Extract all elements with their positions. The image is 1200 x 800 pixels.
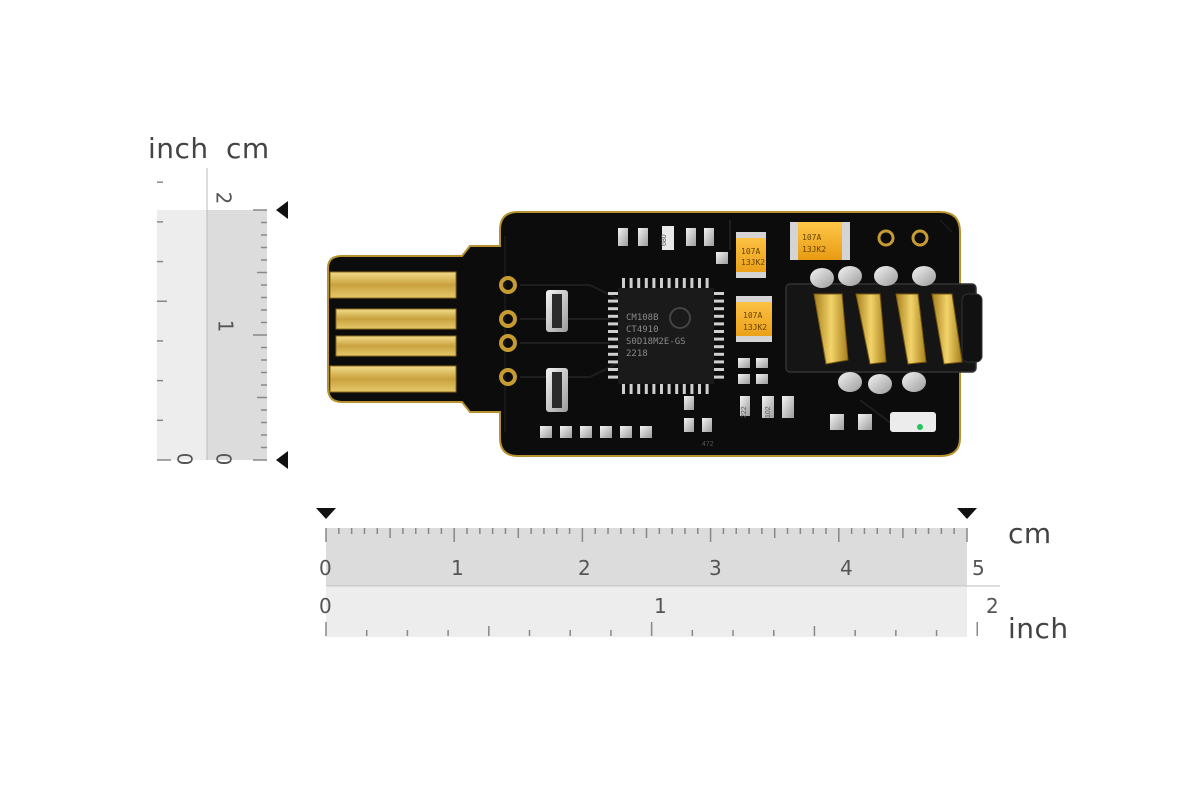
usb-sound-card-board: CM108B CT4910 S0D18M2E-GS 2218 680 107A …	[327, 211, 983, 457]
vertical-ruler-inch-label-0: 0	[172, 452, 197, 466]
ic-pin	[714, 330, 724, 333]
ic-pin	[608, 345, 618, 349]
ic-pin	[682, 278, 686, 288]
ic-pin	[714, 368, 724, 371]
ic-pin	[675, 278, 679, 288]
ic-pin	[714, 337, 724, 341]
ic-pin	[629, 278, 633, 288]
ic-pin	[675, 384, 679, 394]
ic-pin	[660, 384, 663, 394]
svg-text:102: 102	[765, 406, 772, 418]
ic-pin	[652, 384, 656, 394]
ic-pin	[608, 375, 618, 379]
svg-text:13JK2: 13JK2	[743, 323, 767, 332]
svg-text:13JK2: 13JK2	[802, 245, 826, 254]
ic-pin	[652, 278, 656, 288]
ic-pin	[714, 314, 724, 318]
svg-text:222: 222	[741, 406, 748, 418]
svg-text:680: 680	[661, 234, 668, 246]
top-smd-row	[618, 226, 728, 264]
ic-pin	[667, 278, 671, 288]
ic-pin	[637, 384, 641, 394]
main-ic: CM108B CT4910 S0D18M2E-GS 2218	[608, 278, 724, 394]
tantalum-cap-3: 107A 13JK2	[736, 296, 772, 342]
usb-contacts	[329, 271, 457, 393]
horizontal-ruler-cm-label-2: 2	[578, 556, 591, 580]
ic-pin	[698, 384, 701, 394]
vertical-ruler-cm-label-0: 0	[211, 452, 236, 466]
ic-text-line-4: 2218	[626, 349, 648, 359]
horizontal-ruler-inch-unit: inch	[1008, 612, 1069, 645]
header-pads	[499, 276, 517, 386]
ic-text-line-3: S0D18M2E-GS	[626, 337, 686, 347]
ic-pin	[714, 322, 724, 326]
vertical-ruler-cm-unit: cm	[226, 132, 270, 165]
horizontal-ruler-cm-label-1: 1	[451, 556, 464, 580]
ic-pin	[705, 278, 709, 288]
ic-pin	[629, 384, 633, 394]
ic-pin	[644, 384, 648, 394]
ic-pin	[608, 352, 618, 356]
horizontal-ruler-cm-unit: cm	[1008, 517, 1052, 550]
ic-pin	[667, 384, 671, 394]
ic-pin	[608, 314, 618, 318]
horizontal-ruler-inch-label-1: 1	[654, 594, 667, 618]
vertical-ruler-inch-unit: inch	[148, 132, 209, 165]
horizontal-ruler-inch-label-0: 0	[319, 594, 332, 618]
horizontal-ruler-cm-label-4: 4	[840, 556, 853, 580]
ic-pin	[608, 330, 618, 333]
horizontal-ruler-cm-label-3: 3	[709, 556, 722, 580]
horizontal-ruler-inch-label-2: 2	[986, 594, 999, 618]
ic-pin	[637, 278, 641, 288]
ic-pin	[698, 278, 701, 288]
horizontal-ruler-cm-label-0: 0	[319, 556, 332, 580]
ic-text-line-2: CT4910	[626, 325, 659, 335]
tantalum-cap-2: 107A 13JK2	[790, 222, 850, 260]
svg-text:107A: 107A	[802, 233, 821, 242]
ic-pin	[608, 299, 618, 303]
ic-pin	[608, 292, 618, 295]
ic-pin	[682, 384, 686, 394]
tantalum-cap-1: 107A 13JK2	[736, 232, 766, 278]
ic-pin	[608, 307, 618, 311]
vertical-ruler-ticks	[157, 168, 267, 461]
ic-pin	[622, 278, 625, 288]
horizontal-ruler-right-marker	[957, 508, 977, 519]
ic-pin	[714, 345, 724, 349]
horizontal-ruler-inch-band	[326, 587, 967, 637]
ic-pin	[660, 278, 663, 288]
vertical-ruler-top-marker	[276, 201, 288, 219]
audio-jack	[785, 266, 983, 394]
vertical-ruler-inch-band	[157, 210, 207, 460]
ic-pin	[644, 278, 648, 288]
ic-pin	[690, 278, 694, 288]
ic-pin	[714, 375, 724, 379]
svg-text:107A: 107A	[741, 247, 760, 256]
ic-pin	[608, 360, 618, 364]
ic-pin	[714, 299, 724, 303]
vertical-ruler-bottom-marker	[276, 451, 288, 469]
svg-text:472: 472	[702, 441, 714, 448]
ic-pin	[622, 384, 625, 394]
ic-pin	[608, 337, 618, 341]
ic-pin	[714, 307, 724, 311]
ic-pin	[714, 360, 724, 364]
horizontal-ruler-cm-label-5: 5	[972, 556, 985, 580]
ic-pin	[608, 368, 618, 371]
horizontal-ruler-ticks	[325, 528, 1000, 636]
horizontal-ruler-left-marker	[316, 508, 336, 519]
ic-pin	[608, 322, 618, 326]
vertical-ruler-cm-label-1: 1	[213, 319, 238, 333]
svg-text:13JK2: 13JK2	[741, 258, 765, 267]
ic-pin	[690, 384, 694, 394]
ic-pin	[705, 384, 709, 394]
svg-text:107A: 107A	[743, 311, 762, 320]
ic-pin	[714, 352, 724, 356]
vertical-ruler-cm-label-2: 2	[211, 191, 236, 205]
ic-text-line-1: CM108B	[626, 313, 659, 323]
ic-pin	[714, 292, 724, 295]
